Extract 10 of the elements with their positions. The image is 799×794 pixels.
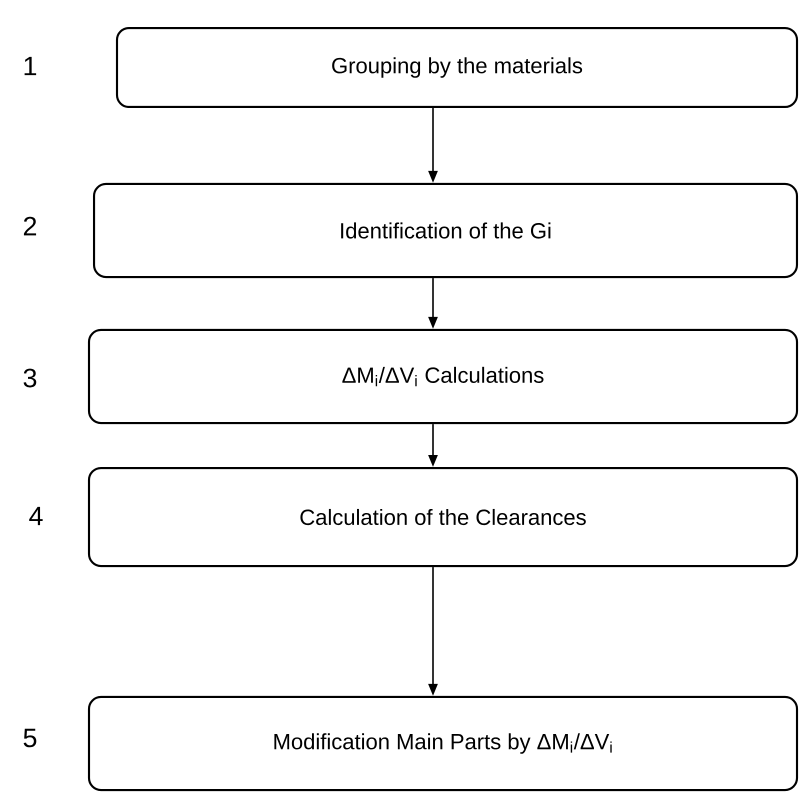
step-number: 4 [29,506,43,526]
step-number: 2 [24,216,36,236]
step-number: 5 [24,728,36,748]
process-box: ΔM$_{i}$/ΔV$_{i}$ Calculations [88,328,798,424]
process-box: Grouping by the materials [116,26,798,108]
process-box: Calculation of the Clearances [88,466,798,568]
step-number: 1 [24,56,36,76]
process-box: Identification of the Gi [92,182,798,278]
step-number: 3 [24,368,36,388]
process-box: Modification Main Parts by ΔM$_{i}$/ΔV$_{i}$ [88,696,798,792]
